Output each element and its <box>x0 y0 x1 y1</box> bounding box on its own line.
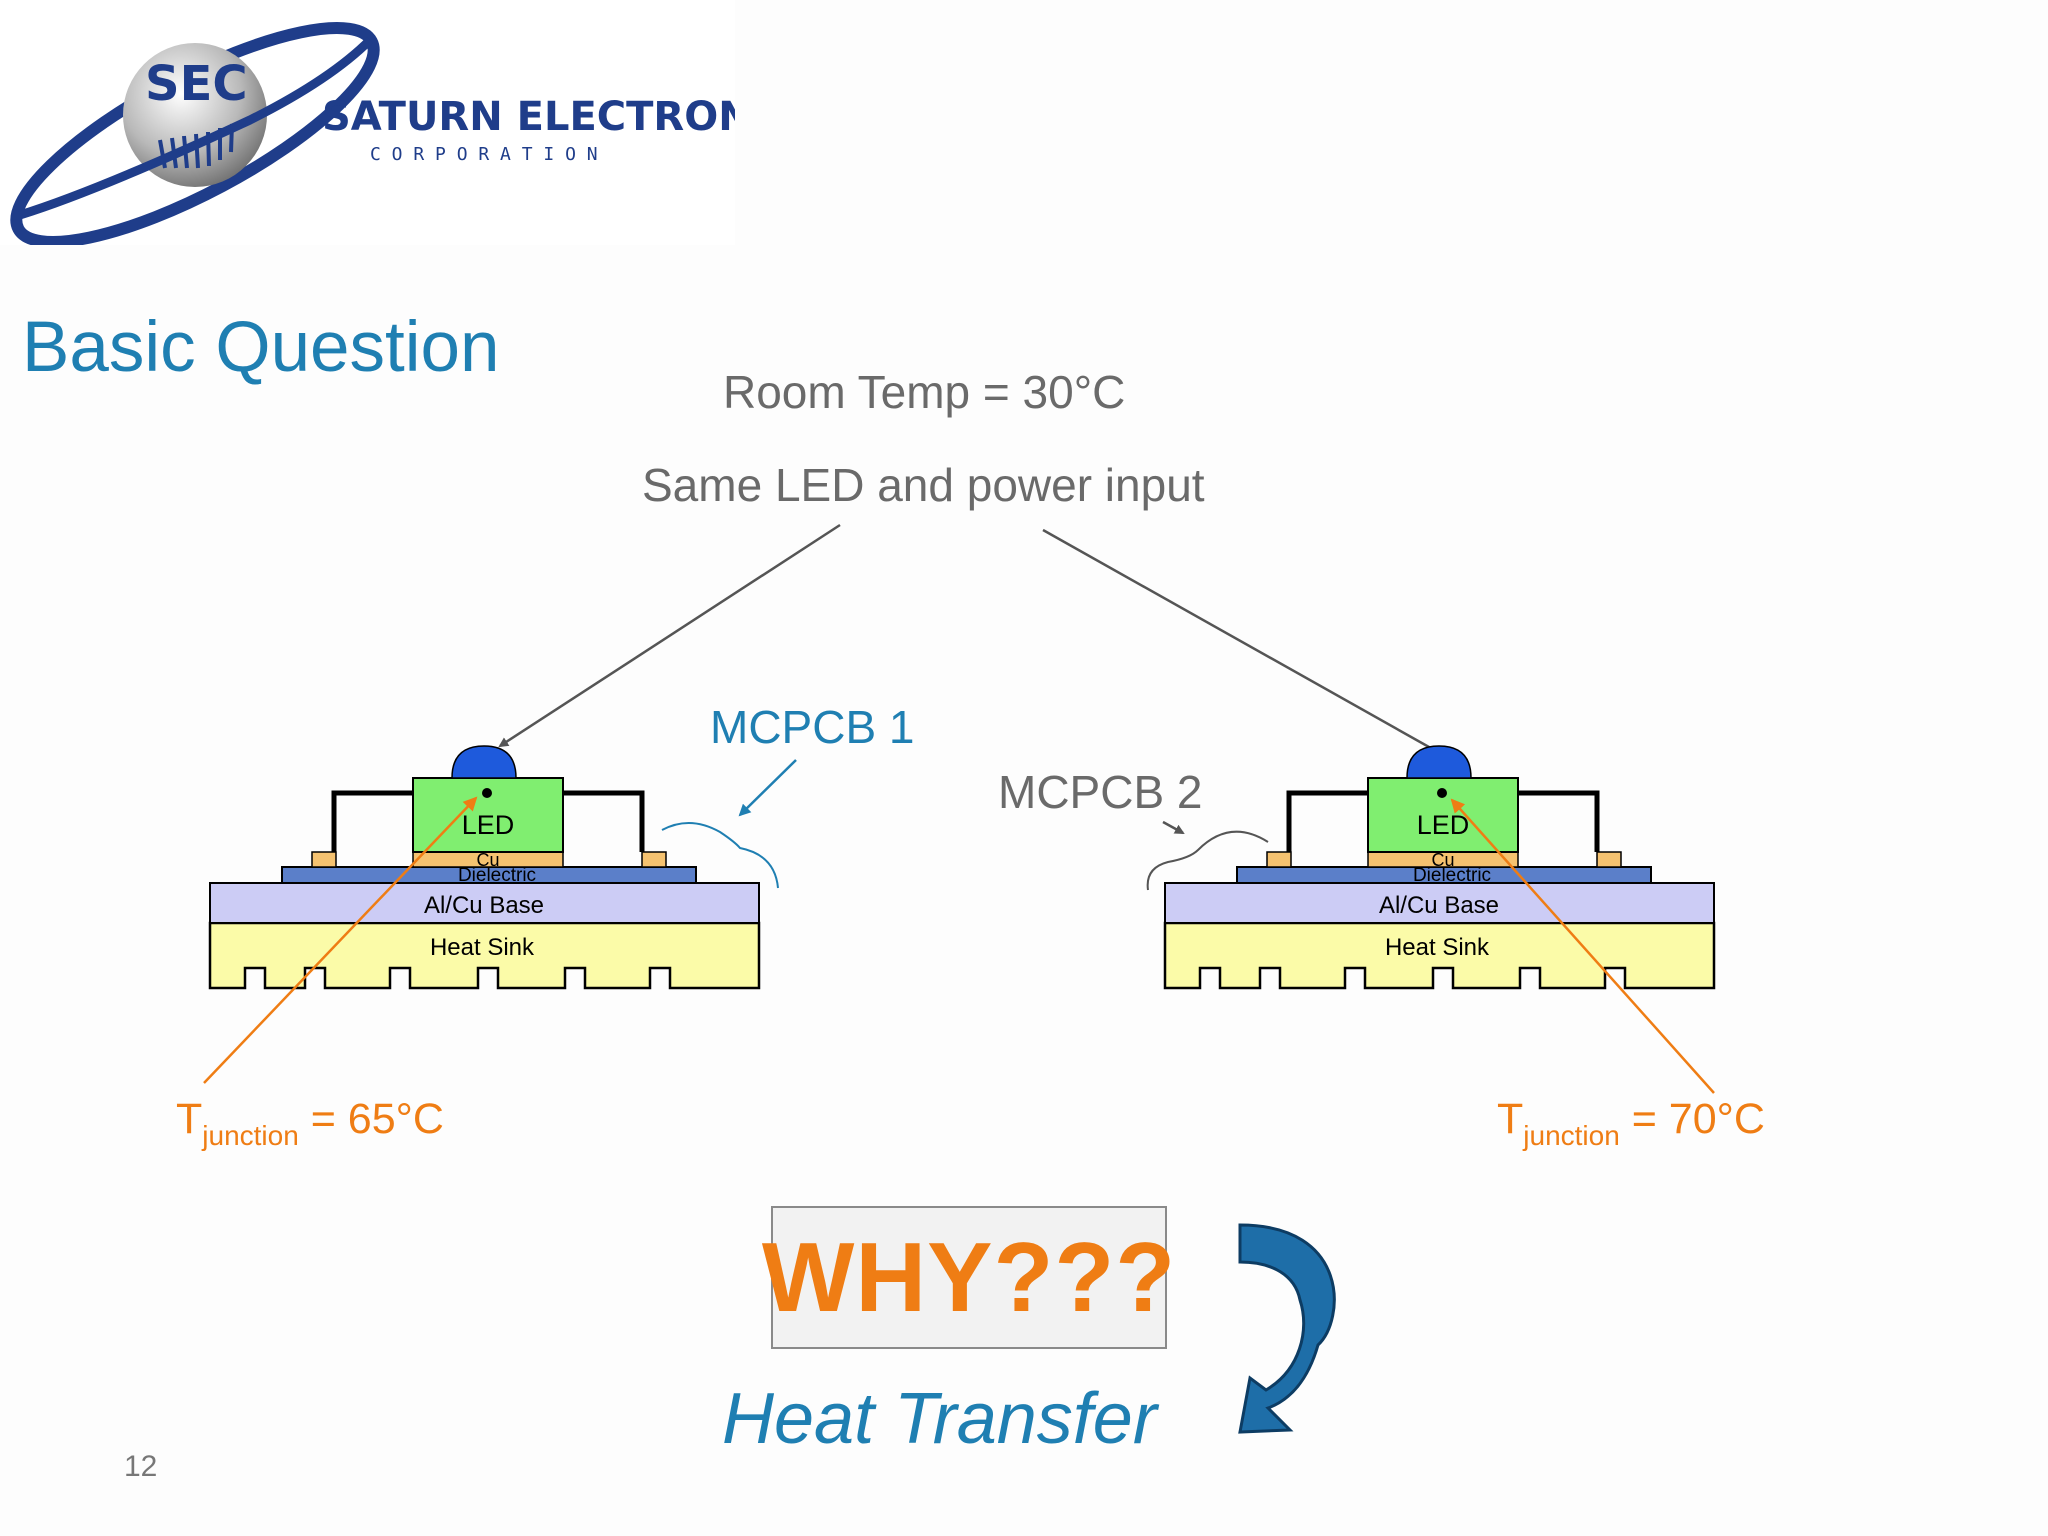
room-temp-text: Room Temp = 30°C <box>723 366 1126 418</box>
mcpcb2-assembly: LED Cu Dielectric Al/Cu Base Heat Sink <box>1163 745 1716 990</box>
logo-abbrev: SEC <box>145 56 248 112</box>
heat-sink-label-1: Heat Sink <box>430 934 535 961</box>
mcpcb1-assembly: LED Cu Dielectric Al/Cu Base Heat Sink <box>208 745 761 990</box>
junction-dot-1 <box>482 788 492 798</box>
mcpcb1-brace <box>661 822 779 889</box>
junction-dot-2 <box>1437 788 1447 798</box>
wire-right-1 <box>563 790 645 852</box>
mcpcb2-label: MCPCB 2 <box>998 766 1203 818</box>
tjunction1-label: Tjunction = 65°C <box>176 1095 444 1152</box>
cu-pad-left-1 <box>311 851 337 868</box>
cu-pad-right-2 <box>1596 851 1622 868</box>
mcpcb1-arrow <box>738 759 797 817</box>
tjunction2-sub: junction <box>1523 1120 1620 1151</box>
company-logo: SEC SATURN ELECTRONICS C O R P O R A T I… <box>0 0 825 248</box>
tjunction1-value: = 65°C <box>298 1095 444 1143</box>
mcpcb2-arrow <box>1162 820 1185 835</box>
heat-sink-1 <box>208 921 761 990</box>
cu-pad-left-2 <box>1266 851 1292 868</box>
arrow-to-led1 <box>498 523 841 748</box>
curved-arrow-icon <box>1238 1223 1336 1434</box>
base-label-1: Al/Cu Base <box>424 892 544 919</box>
base-label-2: Al/Cu Base <box>1379 892 1499 919</box>
why-box: WHY??? <box>762 1206 1175 1349</box>
slide-title: Basic Question <box>22 308 500 387</box>
led-dome-1 <box>451 745 517 779</box>
cu-label-2: Cu <box>1431 850 1454 870</box>
wire-right-2 <box>1518 790 1600 852</box>
tjunction2-label: Tjunction = 70°C <box>1497 1095 1765 1152</box>
dielectric-label-2: Dielectric <box>1413 865 1491 886</box>
tjunction2-value: = 70°C <box>1619 1095 1765 1143</box>
mcpcb1-label: MCPCB 1 <box>710 701 915 753</box>
tjunction1-t: T <box>176 1095 203 1143</box>
cu-label-1: Cu <box>476 850 499 870</box>
wire-left-2 <box>1286 790 1368 852</box>
page-number: 12 <box>124 1450 158 1483</box>
wire-left-1 <box>331 790 413 852</box>
arrow-to-led2 <box>1042 528 1447 758</box>
led-dome-2 <box>1406 745 1472 779</box>
led-label-1: LED <box>462 810 515 840</box>
led-label-2: LED <box>1417 810 1470 840</box>
tjunction2-t: T <box>1497 1095 1524 1143</box>
dielectric-label-1: Dielectric <box>458 865 536 886</box>
tjunction1-sub: junction <box>202 1120 299 1151</box>
cu-pad-right-1 <box>641 851 667 868</box>
saturn-logo-graphic: SEC SATURN ELECTRONICS C O R P O R A T I… <box>10 22 825 248</box>
heat-sink-label-2: Heat Sink <box>1385 934 1490 961</box>
logo-subtitle: C O R P O R A T I O N <box>370 144 598 165</box>
same-input-text: Same LED and power input <box>642 459 1205 511</box>
why-text: WHY??? <box>761 1222 1177 1332</box>
tjunction1-arrow <box>203 796 478 1084</box>
tjunction2-arrow <box>1450 798 1715 1094</box>
heat-transfer-text: Heat Transfer <box>722 1379 1157 1459</box>
mcpcb2-brace <box>1146 830 1269 891</box>
base-layer-2 <box>1164 882 1715 924</box>
